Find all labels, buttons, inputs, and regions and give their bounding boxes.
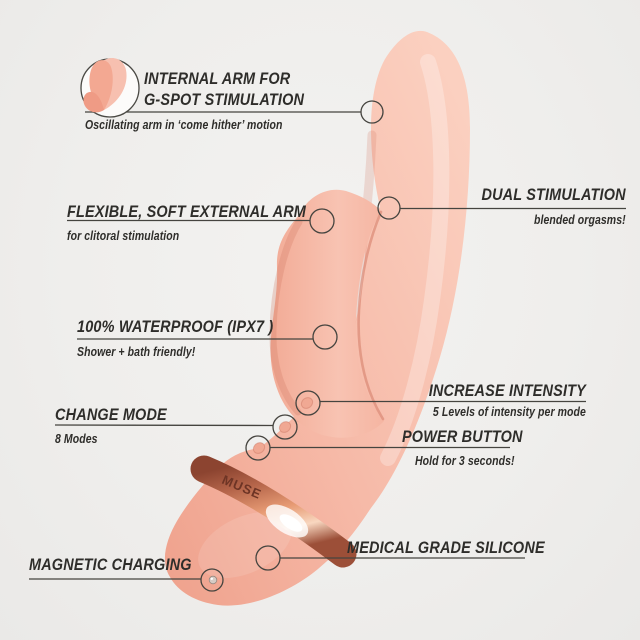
band-specular-core [279, 514, 303, 532]
callout-title: INTERNAL ARM FOR [144, 69, 291, 88]
arm-crease [357, 210, 385, 421]
internal-arm-icon [80, 58, 140, 118]
callout-subtitle: 5 Levels of intensity per mode [432, 405, 586, 419]
callout-waterproof: 100% WATERPROOF (IPX7 ) Shower + bath fr… [77, 316, 308, 360]
callout-subtitle: 8 Modes [55, 432, 98, 446]
callout-title-line2: G-SPOT STIMULATION [144, 90, 305, 109]
marker-power-button [245, 435, 271, 461]
intensity-button-bump [300, 397, 314, 409]
marker-medical-grade [255, 545, 281, 571]
leader-change-mode [54, 424, 274, 427]
callout-subtitle: Oscillating arm in ‘come hither’ motion [85, 118, 283, 132]
callout-power-button: POWER BUTTON Hold for 3 seconds! [402, 426, 544, 469]
control-buttons [252, 397, 314, 454]
callout-internal-arm: INTERNAL ARM FOR G-SPOT STIMULATION [144, 68, 332, 110]
marker-change-mode [272, 414, 298, 440]
magnetic-contact [208, 575, 218, 585]
callout-title: DUAL STIMULATION [481, 185, 626, 204]
callout-title: 100% WATERPROOF (IPX7 ) [77, 317, 274, 336]
product: MUSE [164, 30, 470, 606]
mode-button-bump [278, 421, 292, 433]
callout-title: CHANGE MODE [55, 405, 167, 424]
icon-hook [83, 91, 104, 113]
internal-arm-shaft [164, 30, 470, 606]
external-arm [270, 189, 384, 438]
callout-subtitle: for clitoral stimulation [67, 229, 180, 243]
marker-magnetic-charging [200, 568, 224, 592]
callout-internal-arm-subtitle: Oscillating arm in ‘come hither’ motion [85, 115, 320, 133]
callout-dual-stimulation: DUAL STIMULATION blended orgasms! [456, 184, 626, 228]
marker-circles [200, 100, 401, 592]
leader-lines [29, 111, 626, 580]
marker-internal-arm [360, 100, 384, 124]
callout-subtitle: Hold for 3 seconds! [415, 454, 515, 468]
callout-subtitle: Shower + bath friendly! [77, 345, 196, 359]
power-button-bump [252, 442, 266, 454]
marker-external-arm [309, 208, 335, 234]
callout-title: POWER BUTTON [402, 427, 523, 446]
marker-increase-intensity [295, 390, 321, 416]
callout-title: MEDICAL GRADE SILICONE [347, 538, 545, 557]
shaft-highlight [380, 54, 450, 466]
callout-increase-intensity: INCREASE INTENSITY 5 Levels of intensity… [401, 380, 586, 420]
callout-change-mode: CHANGE MODE 8 Modes [55, 404, 187, 447]
callout-title: MAGNETIC CHARGING [29, 555, 192, 574]
callout-title: INCREASE INTENSITY [428, 381, 586, 400]
marker-dual-stimulation [377, 196, 401, 220]
callout-subtitle: blended orgasms! [534, 213, 626, 227]
callout-magnetic-charging: MAGNETIC CHARGING [29, 554, 220, 575]
arm-shading [269, 218, 303, 416]
marker-waterproof [312, 324, 338, 350]
callout-medical-grade: MEDICAL GRADE SILICONE [347, 537, 580, 558]
callout-external-arm: FLEXIBLE, SOFT EXTERNAL ARM for clitoral… [67, 201, 348, 244]
callout-title: FLEXIBLE, SOFT EXTERNAL ARM [67, 202, 307, 221]
base-highlight [198, 511, 292, 579]
